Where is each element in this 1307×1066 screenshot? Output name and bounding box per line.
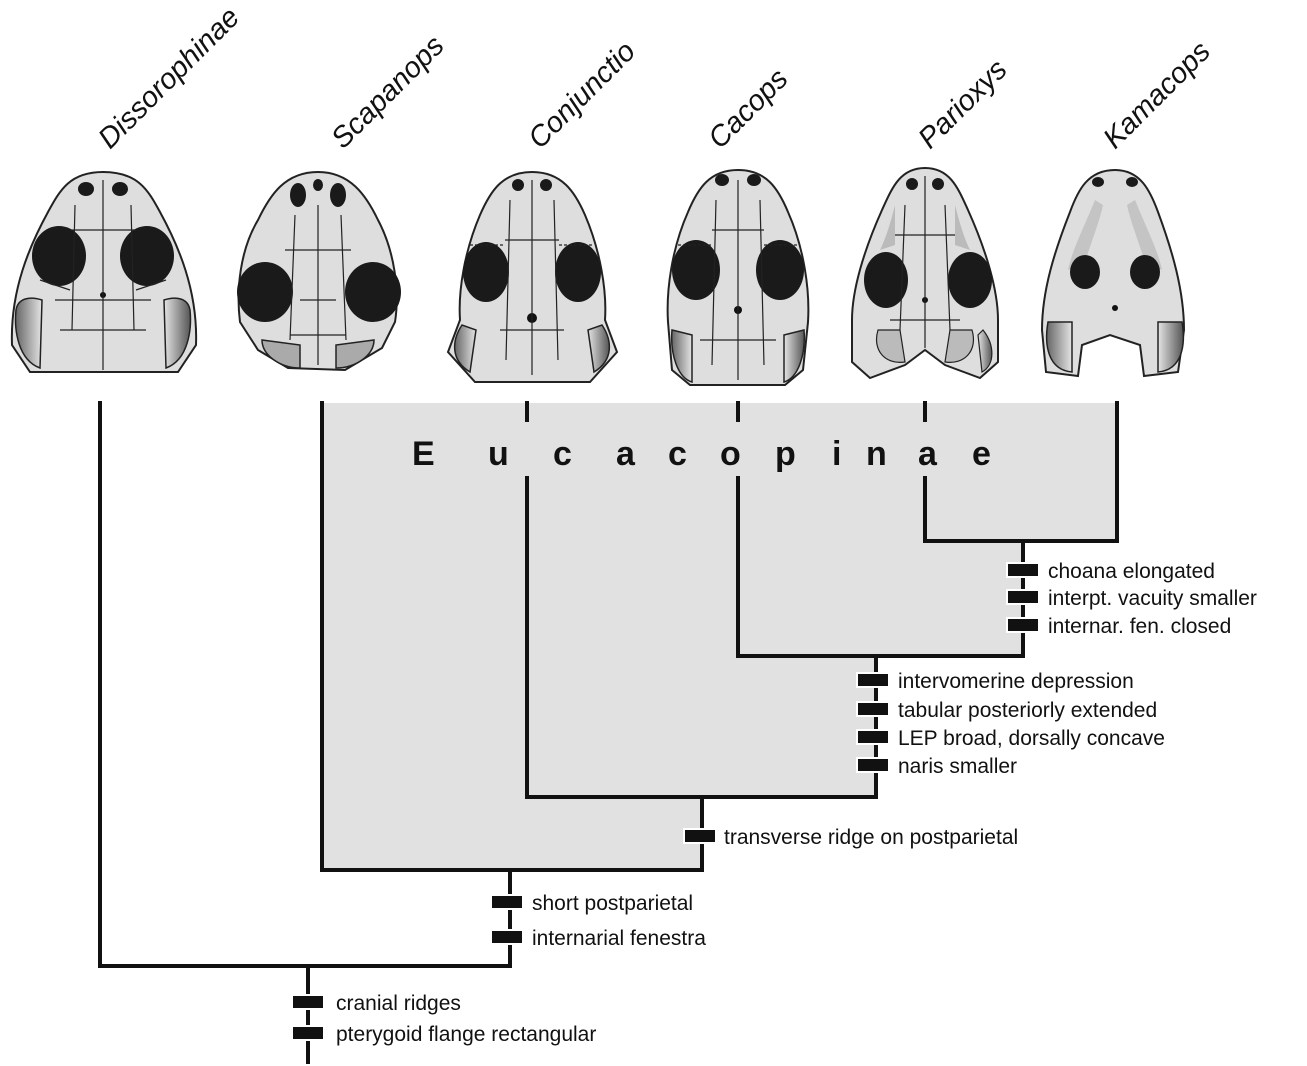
character-label: short postparietal — [532, 892, 693, 915]
character-label: choana elongated — [1048, 560, 1215, 583]
skull-kamacops — [1042, 170, 1184, 376]
character-bar — [292, 1026, 324, 1040]
clade-letter: n — [866, 435, 887, 473]
eucacopinae-region — [322, 403, 1117, 870]
character-bar — [1007, 590, 1039, 604]
character-label: internarial fenestra — [532, 927, 706, 950]
taxon-label-dissorophinae: Dissorophinae — [92, 1, 246, 155]
characters-root: cranial ridges pterygoid flange rectangu… — [292, 992, 596, 1046]
taxon-label-parioxys: Parioxys — [912, 54, 1013, 155]
character-label: pterygoid flange rectangular — [336, 1023, 596, 1046]
clade-letter: E — [412, 435, 435, 473]
taxon-label-cacops: Cacops — [702, 63, 794, 155]
clade-letter: a — [918, 435, 938, 473]
skull-parioxys — [852, 168, 998, 378]
character-bar — [857, 758, 889, 772]
character-bar — [1007, 563, 1039, 577]
characters-eucacopinae-base: short postparietal internarial fenestra — [491, 892, 706, 950]
taxon-label-scapanops: Scapanops — [325, 30, 450, 155]
character-bar — [857, 730, 889, 744]
taxon-label-conjunctio: Conjunctio — [522, 35, 642, 155]
clade-letter: p — [775, 435, 796, 473]
character-label: transverse ridge on postparietal — [724, 826, 1018, 849]
character-bar — [292, 995, 324, 1009]
characters-conjunctio-group: transverse ridge on postparietal — [684, 826, 1018, 849]
character-bar — [491, 930, 523, 944]
clade-letter: a — [616, 435, 636, 473]
skull-scapanops — [237, 172, 401, 370]
clade-letter: c — [553, 435, 572, 473]
character-bar — [1007, 618, 1039, 632]
character-bar — [684, 829, 716, 843]
clade-letter: i — [832, 435, 841, 473]
skull-conjunctio — [448, 172, 617, 382]
character-label: tabular posteriorly extended — [898, 699, 1157, 722]
characters-cacops-group: intervomerine depression tabular posteri… — [857, 670, 1165, 778]
clade-letter: o — [720, 435, 741, 473]
character-label: intervomerine depression — [898, 670, 1134, 693]
character-label: LEP broad, dorsally concave — [898, 727, 1165, 750]
skull-cacops — [668, 170, 809, 385]
character-bar — [857, 702, 889, 716]
character-label: interpt. vacuity smaller — [1048, 587, 1257, 610]
character-bar — [857, 673, 889, 687]
taxon-label-kamacops: Kamacops — [1097, 35, 1217, 155]
character-label: cranial ridges — [336, 992, 461, 1015]
character-label: naris smaller — [898, 755, 1017, 778]
clade-letter: e — [972, 435, 991, 473]
character-label: internar. fen. closed — [1048, 615, 1231, 638]
skull-dissorophinae — [12, 172, 196, 372]
taxon-labels: Dissorophinae Scapanops Conjunctio Cacop… — [92, 1, 1217, 155]
character-bar — [491, 895, 523, 909]
clade-letter: u — [488, 435, 509, 473]
characters-parioxys-kamacops: choana elongated interpt. vacuity smalle… — [1007, 560, 1257, 638]
clade-letter: c — [668, 435, 687, 473]
